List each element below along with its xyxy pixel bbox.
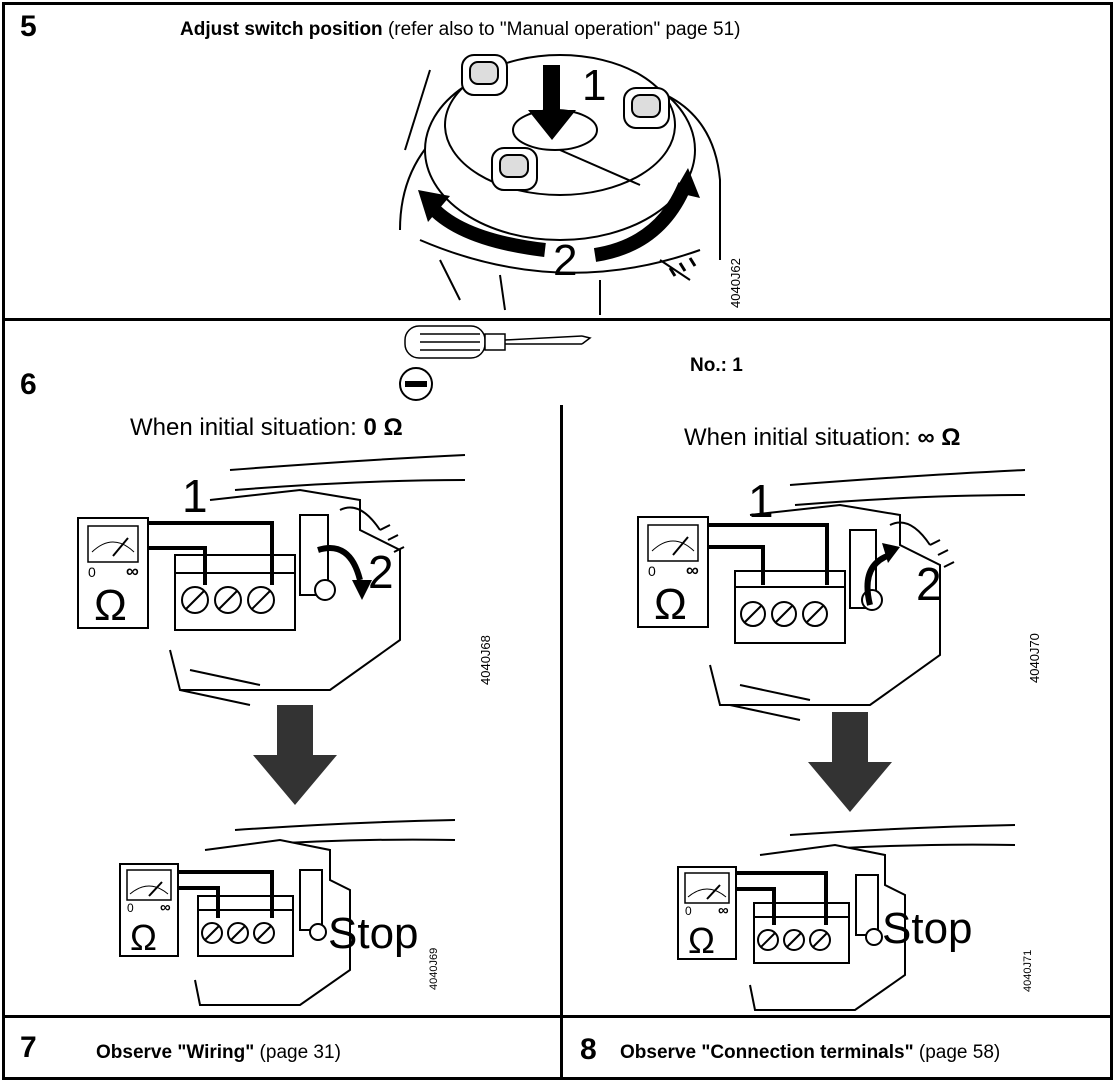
- step-7-number: 7: [20, 1031, 37, 1064]
- right-bottom-meter-infinity: ∞: [718, 902, 729, 919]
- left-terminal-illustration-bottom: 0 ∞ Ω Stop: [119, 819, 456, 1006]
- step-8-title: Observe "Connection terminals" (page 58): [620, 1042, 1001, 1063]
- slotted-screw-icon: [399, 367, 433, 401]
- right-bottom-meter-zero: 0: [685, 904, 692, 918]
- step-6-number: 6: [20, 368, 37, 401]
- right-terminal-illustration-top: 0 ∞ Ω 1 2: [637, 469, 1026, 721]
- step-8-number: 8: [580, 1033, 597, 1066]
- step-5-title: Adjust switch position (refer also to "M…: [180, 19, 741, 40]
- step-5-label-1: 1: [582, 61, 606, 110]
- step-5-label-2: 2: [553, 236, 577, 285]
- left-bottom-meter-omega: Ω: [130, 917, 157, 958]
- left-down-arrow: [253, 705, 337, 805]
- tool-number: No.: 1: [690, 355, 743, 376]
- right-meter-infinity: ∞: [686, 560, 699, 580]
- right-label-1: 1: [748, 475, 774, 527]
- left-figure-code-top: 4040J68: [478, 635, 493, 685]
- divider-step5: [2, 318, 1113, 321]
- left-figure-code-bottom: 4040J69: [428, 947, 440, 990]
- left-bottom-meter-zero: 0: [127, 901, 134, 915]
- right-label-2: 2: [916, 558, 942, 610]
- step-7-title: Observe "Wiring" (page 31): [96, 1042, 341, 1063]
- left-label-2: 2: [368, 546, 394, 598]
- left-initial-situation: When initial situation: 0 Ω: [130, 414, 403, 441]
- divider-step6: [2, 1015, 1113, 1018]
- step-5-number: 5: [20, 10, 37, 43]
- left-bottom-meter-infinity: ∞: [160, 899, 171, 916]
- screwdriver-icon: [404, 325, 592, 359]
- switch-dial-illustration: 1 2: [399, 54, 721, 315]
- right-figure-code-bottom: 4040J71: [1022, 949, 1034, 992]
- divider-step6-columns: [560, 405, 563, 1080]
- right-bottom-meter-omega: Ω: [688, 920, 715, 961]
- right-stop-text: Stop: [882, 904, 973, 953]
- left-terminal-illustration-top: 0 ∞ Ω 1 2: [77, 454, 466, 706]
- right-figure-code-top: 4040J70: [1027, 633, 1042, 683]
- step-5-figure-code: 4040J62: [728, 258, 743, 308]
- right-initial-situation: When initial situation: ∞ Ω: [684, 424, 961, 451]
- right-meter-omega: Ω: [654, 580, 687, 629]
- right-terminal-illustration-bottom: 0 ∞ Ω Stop: [677, 824, 1016, 1011]
- left-stop-text: Stop: [328, 909, 419, 958]
- right-down-arrow: [808, 712, 892, 812]
- left-label-1: 1: [182, 470, 208, 522]
- left-meter-infinity: ∞: [126, 561, 139, 581]
- left-meter-zero: 0: [88, 564, 96, 580]
- left-meter-omega: Ω: [94, 581, 127, 630]
- right-meter-zero: 0: [648, 563, 656, 579]
